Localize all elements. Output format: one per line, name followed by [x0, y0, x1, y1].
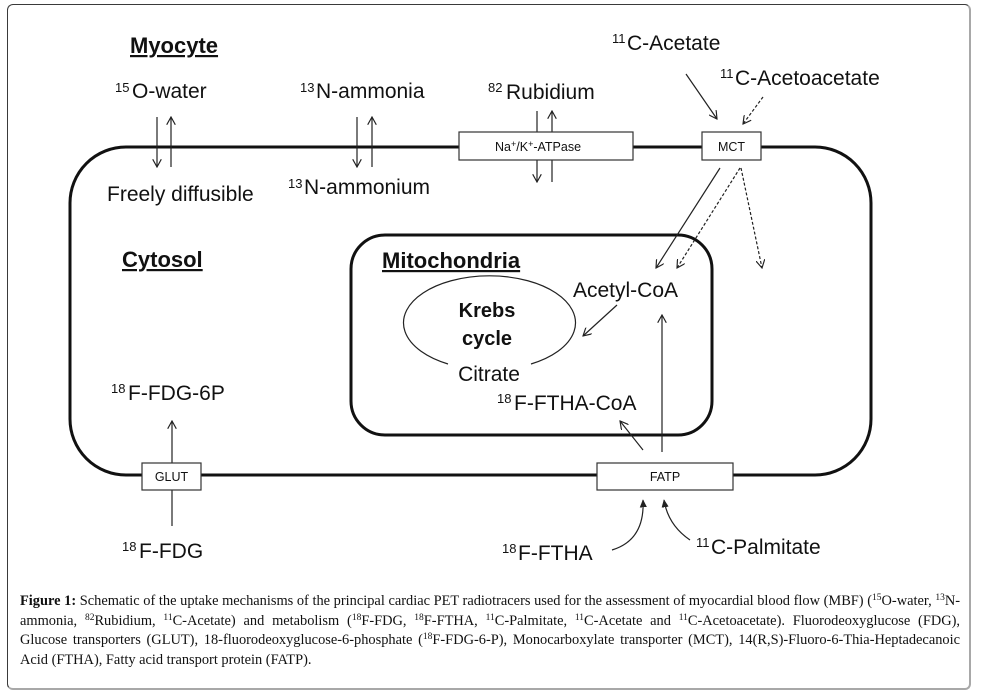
krebs-label-line1: Krebs — [459, 300, 516, 322]
svg-text:MCT: MCT — [718, 140, 745, 154]
caption-sup: 18 — [422, 632, 433, 642]
svg-text:N-ammonium: N-ammonium — [304, 176, 430, 199]
svg-text:18: 18 — [502, 541, 516, 556]
svg-text:15: 15 — [115, 80, 129, 95]
svg-text:F-FDG-6P: F-FDG-6P — [128, 382, 225, 405]
svg-text:F-FDG: F-FDG — [139, 540, 203, 563]
caption-text: F-FDG, — [361, 612, 415, 629]
figure-caption: Figure 1: Schematic of the uptake mechan… — [20, 592, 960, 670]
krebs-label-line2: cycle — [462, 328, 512, 350]
caption-text: Rubidium, — [94, 612, 164, 629]
arrow-acetoacetate-to-mct — [743, 96, 764, 124]
svg-text:F-FTHA-CoA: F-FTHA-CoA — [514, 392, 637, 415]
arrow-fatp-to-ftha-coa — [620, 421, 644, 451]
caption-label: Figure 1: — [20, 593, 77, 609]
svg-text:82: 82 — [488, 80, 502, 95]
svg-text:C-Acetoacetate: C-Acetoacetate — [735, 67, 880, 90]
arrow-mct-acetoacetate-cytosol — [740, 167, 762, 268]
svg-text:C-Acetate: C-Acetate — [627, 32, 720, 55]
caption-sup: 18 — [414, 612, 424, 623]
glut-transporter: GLUT — [141, 462, 202, 491]
tracer-18f-fdg-6p: 18 F-FDG-6P — [111, 381, 225, 405]
caption-text: C-Palmitate, — [494, 612, 575, 629]
caption-text: C-Acetate) and metabolism ( — [172, 612, 352, 629]
arrow-mct-acetate-to-acetylcoa — [656, 167, 721, 268]
svg-text:11: 11 — [696, 535, 710, 550]
arrow-palmitate-to-fatp — [664, 500, 691, 541]
caption-text: F-FDG-6-P), Monocarboxylate transporter … — [20, 632, 960, 668]
arrow-acetylcoa-to-krebs — [583, 304, 618, 336]
myocyte-heading: Myocyte — [130, 33, 218, 58]
caption-sup: 18 — [351, 612, 362, 623]
svg-text:Rubidium: Rubidium — [506, 81, 595, 104]
tracer-11c-acetate: 11 C-Acetate — [612, 31, 720, 55]
freely-diffusible-label: Freely diffusible — [107, 183, 254, 206]
mct-transporter: MCT — [701, 131, 762, 161]
caption-text: Schematic of the uptake mechanisms of th… — [76, 593, 873, 609]
caption-text: C-Acetate and — [584, 612, 679, 629]
svg-text:13: 13 — [300, 80, 314, 95]
svg-text:18: 18 — [122, 539, 136, 554]
caption-sup: 11 — [678, 612, 688, 623]
svg-text:Na+/K+-ATPase: Na+/K+-ATPase — [495, 139, 581, 154]
caption-text: O-water, — [881, 593, 936, 609]
caption-sup: 11 — [574, 612, 585, 623]
citrate-label: Citrate — [458, 363, 520, 386]
svg-text:GLUT: GLUT — [155, 470, 189, 484]
mitochondria-heading: Mitochondria — [382, 248, 521, 273]
svg-text:11: 11 — [612, 31, 626, 46]
tracer-13n-ammonia: 13 N-ammonia — [300, 80, 425, 103]
svg-text:18: 18 — [111, 381, 125, 396]
tracer-82-rubidium: 82 Rubidium — [488, 80, 595, 104]
na-k-atpase-transporter: Na+/K+-ATPase — [458, 131, 634, 161]
caption-sup: 82 — [84, 612, 95, 623]
arrow-ftha-to-fatp — [611, 500, 643, 551]
caption-text: C-Acetoacetate). Fluorodeoxyglucose (FDG… — [20, 612, 961, 649]
acetyl-coa-label: Acetyl-CoA — [573, 279, 678, 302]
svg-text:C-Palmitate: C-Palmitate — [711, 536, 821, 559]
svg-text:FATP: FATP — [650, 470, 680, 484]
tracer-11c-palmitate: 11 C-Palmitate — [696, 535, 821, 559]
arrow-acetate-to-mct — [685, 73, 717, 119]
caption-sup: 11 — [485, 612, 495, 623]
svg-text:F-FTHA: F-FTHA — [518, 542, 593, 565]
tracer-18f-ftha: 18 F-FTHA — [502, 541, 593, 565]
tracer-13n-ammonium: 13 N-ammonium — [288, 176, 430, 199]
uptake-schematic: Myocyte Cytosol Mitochondria 15 O-water … — [68, 31, 880, 565]
tracer-18f-ftha-coa: 18 F-FTHA-CoA — [497, 391, 637, 415]
svg-text:N-ammonia: N-ammonia — [316, 80, 425, 103]
tracer-15o-water: 15 O-water — [115, 80, 207, 103]
mitochondria-membrane — [349, 233, 714, 437]
cytosol-heading: Cytosol — [122, 247, 203, 272]
figure-frame — [7, 4, 971, 690]
tracer-18f-fdg: 18 F-FDG — [122, 539, 203, 563]
svg-text:18: 18 — [497, 391, 511, 406]
tracer-11c-acetoacetate: 11 C-Acetoacetate — [720, 66, 880, 90]
svg-text:O-water: O-water — [132, 80, 207, 103]
caption-text: F-FTHA, — [423, 612, 486, 629]
caption-sup: 15 — [872, 593, 882, 603]
svg-text:13: 13 — [288, 176, 302, 191]
krebs-cycle-ellipse — [402, 275, 577, 365]
svg-text:11: 11 — [720, 66, 734, 81]
caption-sup: 11 — [163, 612, 173, 623]
caption-text: N-ammonia, — [20, 593, 961, 629]
caption-sup: 13 — [935, 593, 945, 603]
fatp-transporter: FATP — [596, 462, 734, 491]
